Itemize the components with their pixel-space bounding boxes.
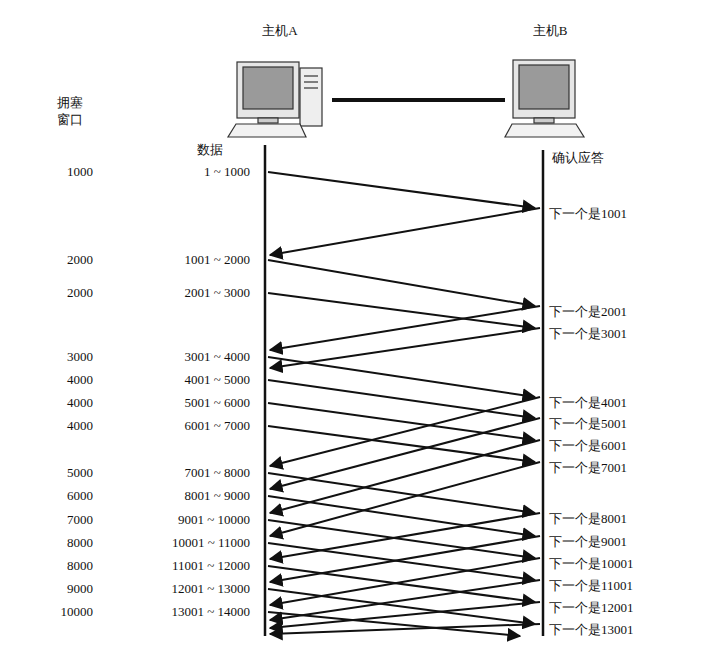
ack-text: 下一个是4001 xyxy=(549,395,627,411)
host-node: 主机B xyxy=(505,22,595,138)
ack-arrow xyxy=(270,624,540,634)
computer-icon xyxy=(228,62,322,137)
data-range: 1 ~ 1000 xyxy=(204,164,250,180)
data-range: 13001 ~ 14000 xyxy=(171,604,250,620)
ack-arrow xyxy=(270,208,540,255)
data-range: 9001 ~ 10000 xyxy=(178,512,250,528)
ack-text: 下一个是1001 xyxy=(549,206,627,222)
window-size: 8000 xyxy=(67,535,93,551)
data-arrow xyxy=(268,172,535,208)
data-range: 12001 ~ 13000 xyxy=(171,581,250,597)
window-size: 4000 xyxy=(67,372,93,388)
data-range: 3001 ~ 4000 xyxy=(184,349,250,365)
data-arrow xyxy=(268,543,535,580)
data-range: 8001 ~ 9000 xyxy=(184,488,250,504)
ack-arrow xyxy=(270,328,540,368)
window-size: 1000 xyxy=(67,164,93,180)
data-range: 6001 ~ 7000 xyxy=(184,418,250,434)
ack-text: 下一个是10001 xyxy=(549,556,634,572)
window-size: 6000 xyxy=(67,488,93,504)
ack-arrow xyxy=(270,418,540,489)
data-range: 2001 ~ 3000 xyxy=(184,285,250,301)
window-size: 2000 xyxy=(67,285,93,301)
window-size: 8000 xyxy=(67,558,93,574)
ack-text: 下一个是9001 xyxy=(549,534,627,550)
ack-arrow xyxy=(270,440,540,513)
timeline xyxy=(542,150,545,636)
segment-arrows xyxy=(268,172,540,636)
column-heading: 确认应答 xyxy=(552,150,604,166)
column-heading: 数据 xyxy=(197,142,223,158)
host-name: 主机A xyxy=(228,22,332,40)
data-arrow xyxy=(268,380,535,418)
data-arrow xyxy=(268,566,535,602)
data-range: 10001 ~ 11000 xyxy=(172,535,250,551)
ack-text: 下一个是11001 xyxy=(549,578,633,594)
ack-arrow xyxy=(270,462,540,536)
data-range: 4001 ~ 5000 xyxy=(184,372,250,388)
ack-arrow xyxy=(270,602,540,628)
ack-text: 下一个是2001 xyxy=(549,304,627,320)
window-size: 4000 xyxy=(67,418,93,434)
window-size: 3000 xyxy=(67,349,93,365)
timeline xyxy=(264,145,267,636)
ack-text: 下一个是8001 xyxy=(549,511,627,527)
data-arrow xyxy=(268,293,535,328)
data-range: 11001 ~ 12000 xyxy=(172,558,250,574)
window-size: 10000 xyxy=(61,604,94,620)
ack-text: 下一个是3001 xyxy=(549,326,627,342)
host-name: 主机B xyxy=(505,22,595,40)
column-heading: 拥塞 窗口 xyxy=(57,94,87,128)
data-range: 1001 ~ 2000 xyxy=(184,252,250,268)
ack-text: 下一个是7001 xyxy=(549,460,627,476)
ack-text: 下一个是5001 xyxy=(549,416,627,432)
data-range: 7001 ~ 8000 xyxy=(184,465,250,481)
window-size: 4000 xyxy=(67,395,93,411)
window-size: 5000 xyxy=(67,465,93,481)
ack-text: 下一个是13001 xyxy=(549,622,634,638)
ack-arrow xyxy=(270,536,540,582)
ack-arrow xyxy=(270,558,540,605)
window-size: 2000 xyxy=(67,252,93,268)
computer-icon xyxy=(505,60,584,137)
host-node: 主机A xyxy=(228,22,332,138)
ack-text: 下一个是12001 xyxy=(549,600,634,616)
data-range: 5001 ~ 6000 xyxy=(184,395,250,411)
ack-text: 下一个是6001 xyxy=(549,438,627,454)
ack-arrow xyxy=(270,306,540,350)
window-size: 7000 xyxy=(67,512,93,528)
ack-arrow xyxy=(270,513,540,559)
network-cable xyxy=(332,98,505,102)
window-size: 9000 xyxy=(67,581,93,597)
ack-arrow xyxy=(270,397,540,466)
